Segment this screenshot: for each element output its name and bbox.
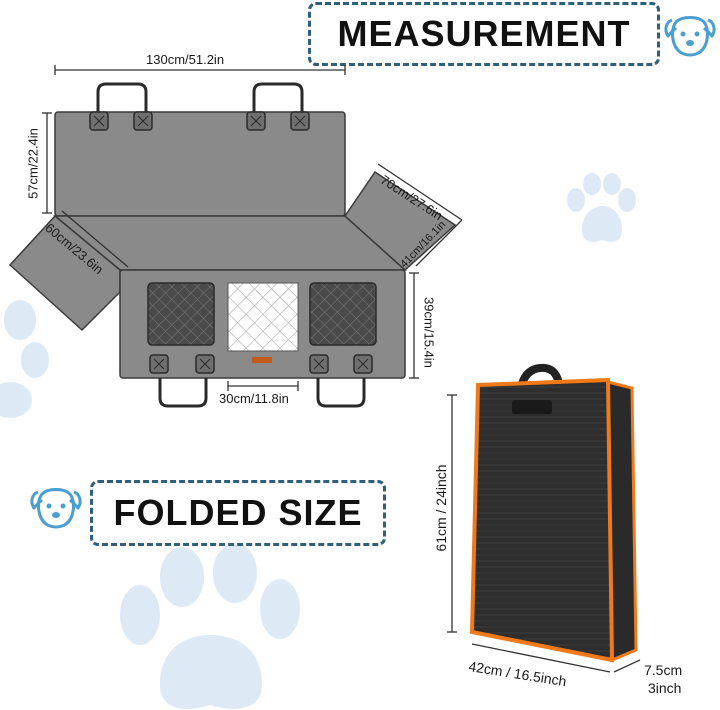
- dimension-line-window: [227, 381, 299, 391]
- label-folded-depth-cm: 7.5cm: [644, 662, 683, 678]
- label-folded-height: 61cm / 24inch: [433, 464, 449, 552]
- measurement-heading: MEASUREMENT: [337, 13, 631, 54]
- dimension-line-folded-width: [471, 643, 611, 673]
- dimension-line-folded-height: [447, 394, 457, 633]
- folded-size-heading: FOLDED SIZE: [113, 492, 363, 533]
- paw-print-icon: [0, 300, 49, 418]
- paw-print-icon: [567, 173, 636, 242]
- dimension-line-left-flap: [61, 210, 129, 268]
- folded-size-heading-box: FOLDED SIZE: [90, 480, 386, 546]
- paw-print-icon: [120, 545, 300, 709]
- dimension-line-width: [54, 65, 346, 75]
- dimension-line-back-height: [42, 112, 52, 214]
- dimension-line-right-flap: [377, 163, 463, 267]
- label-folded-depth-in: 3inch: [648, 680, 682, 696]
- label-window-width: 30cm/11.8in: [219, 391, 289, 406]
- measurement-heading-box: MEASUREMENT: [308, 2, 660, 66]
- label-back-height: 57cm/22.4in: [25, 128, 41, 199]
- dog-face-icon: [664, 16, 716, 57]
- dog-face-icon: [30, 488, 82, 529]
- seat-cover-diagram: [8, 65, 463, 408]
- mesh-window-center: [227, 282, 299, 352]
- label-total-width: 130cm/51.2in: [146, 52, 225, 67]
- dimension-line-folded-depth: [613, 659, 641, 673]
- dimension-line-seat-depth: [409, 272, 419, 379]
- mesh-window-right: [309, 282, 377, 346]
- brand-label: [252, 357, 272, 363]
- folded-bag-image: [447, 363, 641, 673]
- mesh-window-left: [147, 282, 215, 346]
